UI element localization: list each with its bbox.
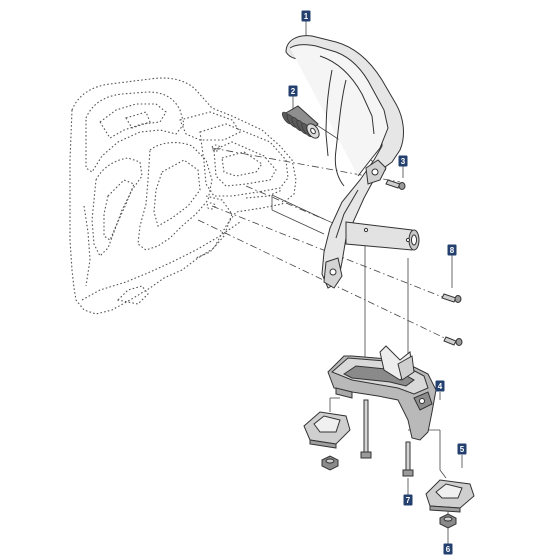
callout-7: 7: [403, 494, 413, 506]
nut-6: [439, 513, 457, 529]
callout-6-label: 6: [446, 545, 451, 554]
front-handle: [285, 35, 404, 289]
screw-upper: [385, 179, 406, 190]
rubber-pad-left: [303, 411, 351, 449]
leader-lines: [197, 20, 463, 546]
screw-lower: [443, 336, 463, 346]
callout-2-label: 2: [291, 87, 296, 96]
callout-4-label: 4: [438, 382, 443, 391]
callout-5: 5: [457, 443, 467, 455]
callout-1-label: 1: [304, 12, 309, 21]
callout-3-label: 3: [401, 157, 406, 166]
tube-sleeve: [345, 221, 420, 251]
callout-7-label: 7: [406, 496, 411, 505]
callout-5-label: 5: [460, 445, 465, 454]
callout-8-label: 8: [450, 246, 455, 255]
callout-8: 8: [447, 244, 457, 256]
callout-4: 4: [435, 380, 445, 392]
callout-6: 6: [443, 543, 453, 555]
machine-body-outline: [69, 77, 297, 315]
spring-damper: [281, 105, 320, 139]
callout-3: 3: [398, 155, 408, 167]
rubber-pad-right: [425, 479, 475, 513]
callout-2: 2: [288, 85, 298, 97]
nut-left: [321, 455, 339, 471]
bolt-long-left: [360, 399, 372, 459]
callout-1: 1: [301, 10, 311, 22]
bolt-7: [402, 441, 414, 477]
handle-bracket: [327, 345, 437, 441]
screw-8: [441, 293, 462, 303]
